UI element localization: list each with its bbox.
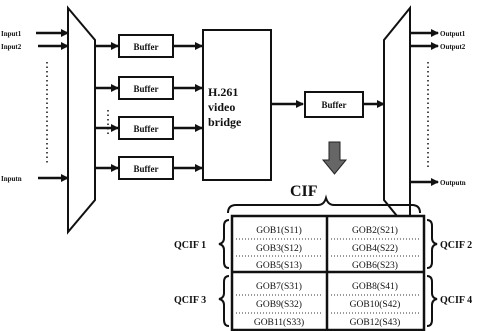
output-demultiplexer xyxy=(383,5,411,235)
input-buffer-label-2: Buffer xyxy=(134,84,159,94)
gob-label: GOB3(S12) xyxy=(256,243,302,254)
video-bridge-box xyxy=(202,29,272,181)
input-label-2: Input2 xyxy=(1,43,22,51)
output-buffer-label: Buffer xyxy=(322,100,347,110)
gob-label: GOB1(S11) xyxy=(256,225,302,236)
cif-brace xyxy=(227,194,421,214)
gob-label: GOB4(S22) xyxy=(352,243,398,254)
input-buffer-label-1: Buffer xyxy=(134,42,159,52)
bridge-label-line-1: H.261 xyxy=(208,85,238,99)
output-label-2: Output2 xyxy=(440,43,466,51)
bridge-label-line-2: video xyxy=(208,100,235,114)
input-multiplexer xyxy=(67,5,96,235)
input-label-1: Input1 xyxy=(1,30,22,38)
gob-label: GOB5(S13) xyxy=(256,260,302,271)
qcif-1-label: QCIF 1 xyxy=(174,240,206,251)
gob-label: GOB11(S33) xyxy=(254,317,304,328)
qcif-3-label: QCIF 3 xyxy=(174,295,206,306)
gob-label: GOB7(S31) xyxy=(256,281,302,292)
input-buffer-label-4: Buffer xyxy=(134,164,159,174)
gob-label: GOB8(S41) xyxy=(352,281,398,292)
output-label-1: Output1 xyxy=(440,30,466,38)
qcif-4-label: QCIF 4 xyxy=(440,295,472,306)
output-label-n: Outputn xyxy=(440,179,466,187)
input-buffer-label-3: Buffer xyxy=(134,124,159,134)
qcif-3-brace xyxy=(218,275,230,327)
qcif-2-label: QCIF 2 xyxy=(440,240,472,251)
qcif-1-brace xyxy=(218,219,230,269)
gob-label: GOB6(S23) xyxy=(352,260,398,271)
down-arrow-to-cif xyxy=(321,141,348,175)
cif-label: CIF xyxy=(290,183,318,200)
gob-label: GOB10(S42) xyxy=(350,299,401,310)
output-buffer xyxy=(304,91,364,118)
gob-label: GOB2(S21) xyxy=(352,225,398,236)
qcif-4-brace xyxy=(426,275,438,327)
input-label-n: Inputn xyxy=(1,175,22,183)
gob-label: GOB9(S32) xyxy=(256,299,302,310)
qcif-2-brace xyxy=(426,219,438,269)
bridge-label-line-3: bridge xyxy=(208,115,242,129)
gob-label: GOB12(S43) xyxy=(350,317,401,328)
